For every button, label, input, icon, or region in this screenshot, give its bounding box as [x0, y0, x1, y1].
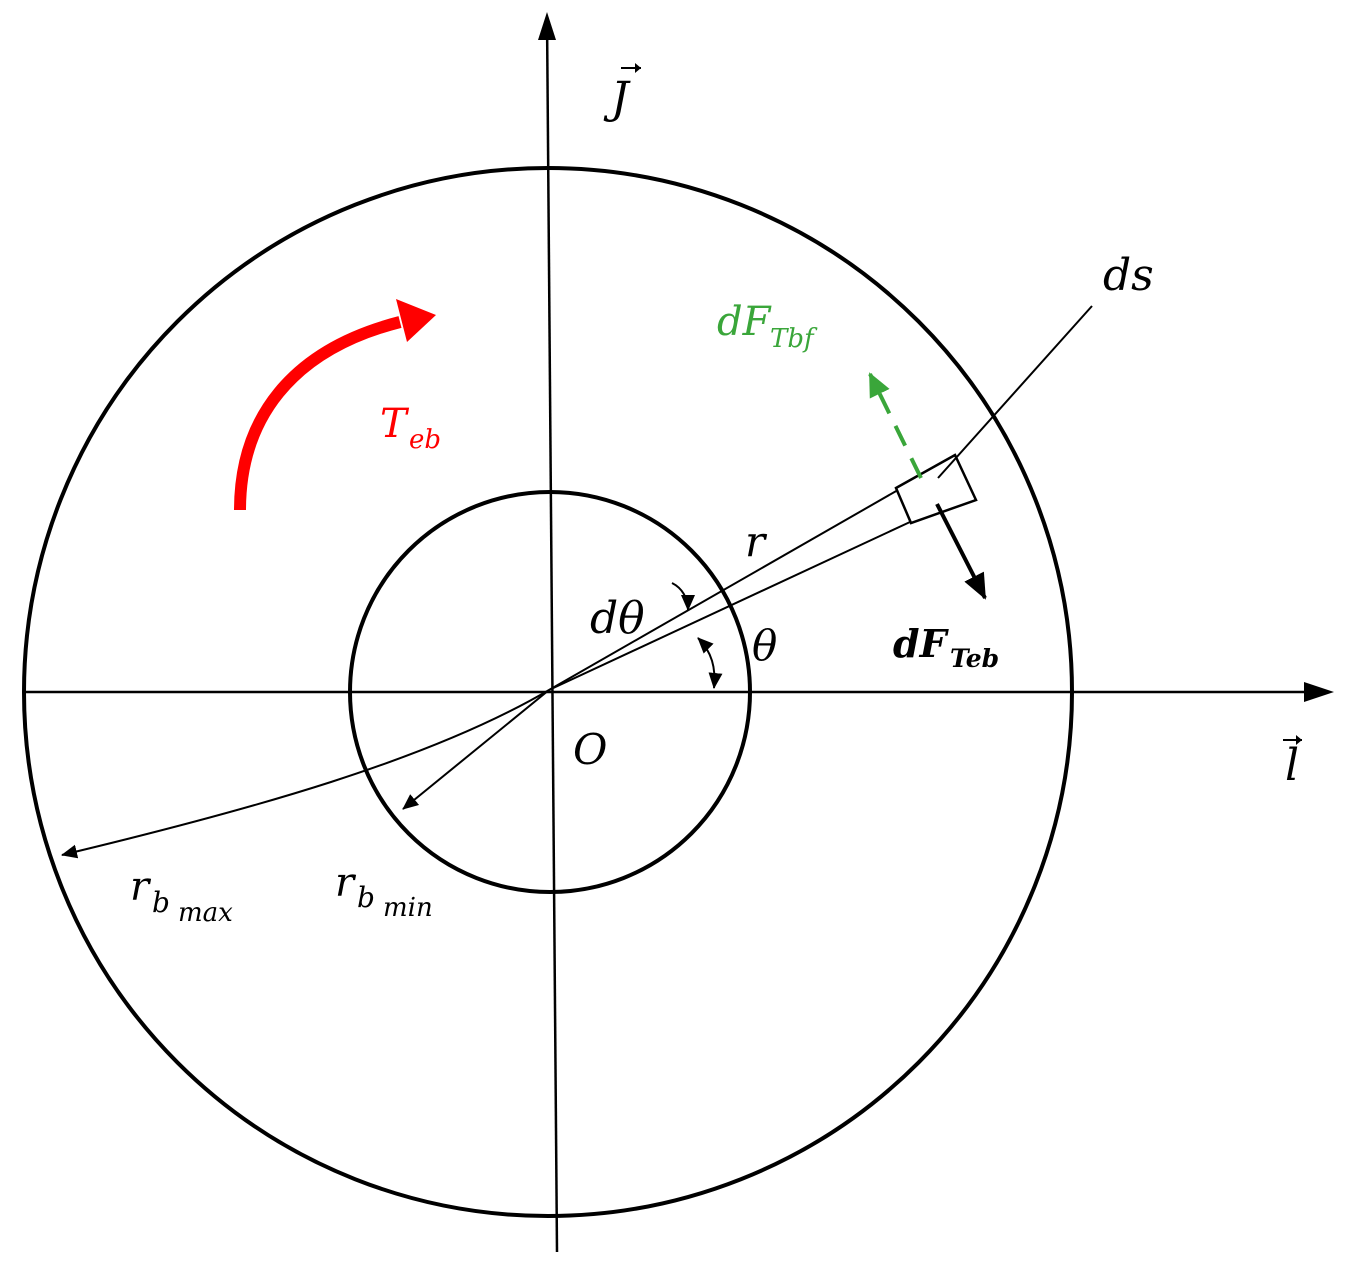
- j-axis: [545, 17, 559, 1253]
- teb-torque-arrowhead: [396, 299, 436, 342]
- rbmin-arrow: [402, 689, 550, 810]
- i-axis-label: l: [1283, 735, 1302, 791]
- rbmax-label-sub2: max: [178, 898, 233, 928]
- rbmin-label-main: r: [335, 860, 357, 906]
- ds-label: ds: [1103, 250, 1154, 301]
- i-axis-arrowhead: [1304, 682, 1334, 702]
- radius-line-upper: [548, 489, 899, 691]
- j-axis-letter: J: [603, 73, 631, 124]
- j-axis-label: J: [603, 63, 641, 124]
- dfteb-arrow: [935, 503, 987, 600]
- rbmax-label: r b max: [130, 864, 233, 928]
- dtheta-pointer: [671, 582, 695, 611]
- radius-line-lower: [548, 521, 911, 691]
- dftbf-label: dF Tbf: [717, 299, 818, 354]
- dftbf-label-main: dF: [717, 299, 772, 345]
- dfteb-label-sub: Teb: [950, 644, 999, 673]
- r-label: r: [745, 517, 768, 566]
- theta-arc: [697, 637, 723, 689]
- dfteb-label-main: dF: [893, 621, 950, 666]
- rbmin-label: r b min: [335, 860, 433, 923]
- rbmin-label-sub2: min: [383, 893, 433, 923]
- rbmin-label-sub1: b: [357, 881, 375, 914]
- i-axis-letter: l: [1285, 740, 1299, 791]
- teb-label-main: T: [380, 401, 410, 447]
- dfteb-label: dF Teb: [893, 621, 999, 673]
- dftbf-label-sub: Tbf: [770, 324, 818, 354]
- ds-element: [894, 453, 978, 525]
- origin-label: O: [573, 725, 607, 774]
- teb-torque-arc: [234, 316, 402, 511]
- rbmax-label-sub1: b: [152, 886, 170, 919]
- teb-label: T eb: [380, 401, 441, 455]
- dftbf-arrow: [868, 372, 923, 479]
- ds-leader-line: [937, 305, 1093, 479]
- rbmax-label-main: r: [130, 864, 152, 910]
- j-axis-arrowhead: [538, 12, 556, 40]
- theta-label: θ: [752, 621, 777, 670]
- dtheta-label: dθ: [590, 593, 645, 644]
- rbmax-arrow: [61, 689, 550, 859]
- teb-label-sub: eb: [409, 425, 441, 455]
